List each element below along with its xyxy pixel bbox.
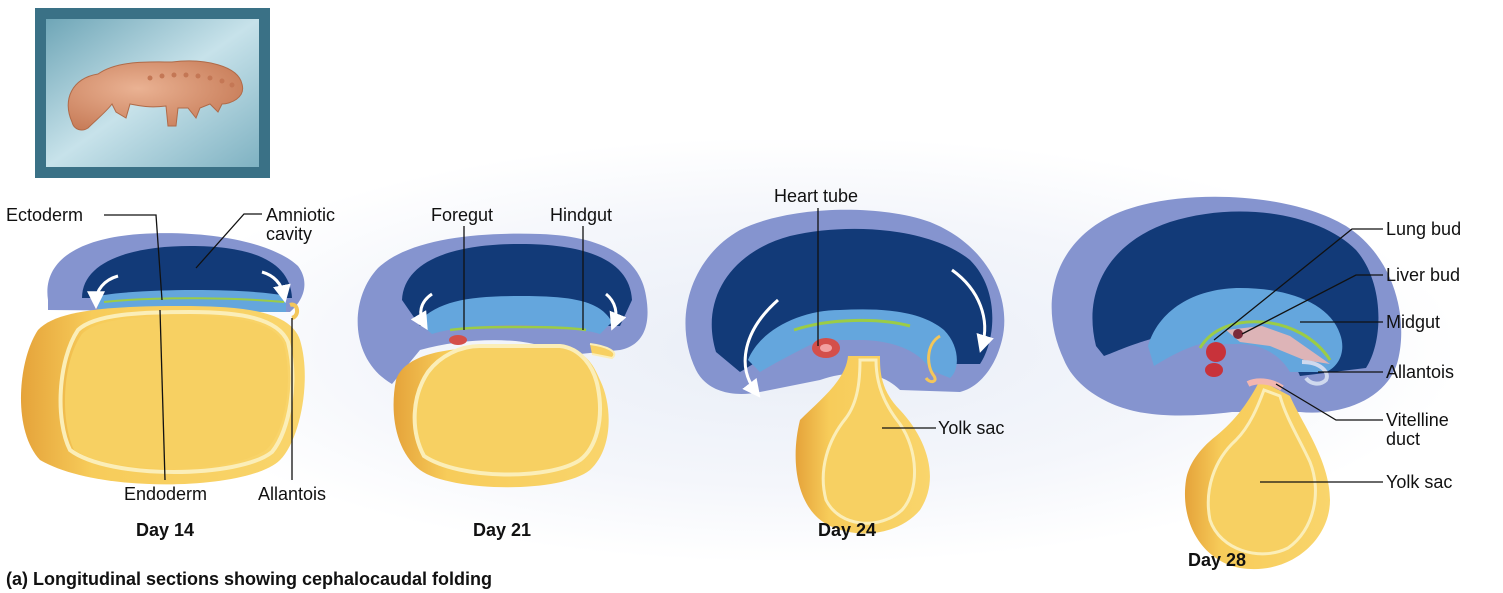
day-21-label: Day 21 bbox=[473, 520, 531, 541]
day-28-label: Day 28 bbox=[1188, 550, 1246, 571]
day-14-label: Day 14 bbox=[136, 520, 194, 541]
label-hindgut: Hindgut bbox=[550, 205, 612, 225]
label-midgut: Midgut bbox=[1386, 312, 1440, 332]
label-ectoderm: Ectoderm bbox=[6, 205, 83, 225]
label-vitelline-duct-line1: Vitelline bbox=[1386, 410, 1449, 430]
label-yolk-sac-day24: Yolk sac bbox=[938, 418, 1004, 438]
label-vitelline-duct-line2: duct bbox=[1386, 429, 1420, 449]
label-yolk-sac-day28: Yolk sac bbox=[1386, 472, 1452, 492]
label-amniotic-cavity-line1: Amniotic bbox=[266, 205, 335, 225]
day21-section bbox=[358, 234, 648, 488]
label-allantois-day28: Allantois bbox=[1386, 362, 1454, 382]
label-liver-bud: Liver bud bbox=[1386, 265, 1460, 285]
label-heart-tube: Heart tube bbox=[774, 186, 858, 206]
day28-section bbox=[1052, 197, 1402, 569]
figure-caption: (a) Longitudinal sections showing cephal… bbox=[6, 569, 492, 590]
label-amniotic-cavity-line2: cavity bbox=[266, 224, 312, 244]
label-foregut: Foregut bbox=[431, 205, 493, 225]
label-allantois-day14: Allantois bbox=[258, 484, 326, 504]
day24-section bbox=[685, 210, 1004, 534]
embryo-thumbnail bbox=[35, 8, 270, 178]
label-lung-bud: Lung bud bbox=[1386, 219, 1461, 239]
day14-section bbox=[21, 233, 305, 484]
day-24-label: Day 24 bbox=[818, 520, 876, 541]
label-endoderm: Endoderm bbox=[124, 484, 207, 504]
